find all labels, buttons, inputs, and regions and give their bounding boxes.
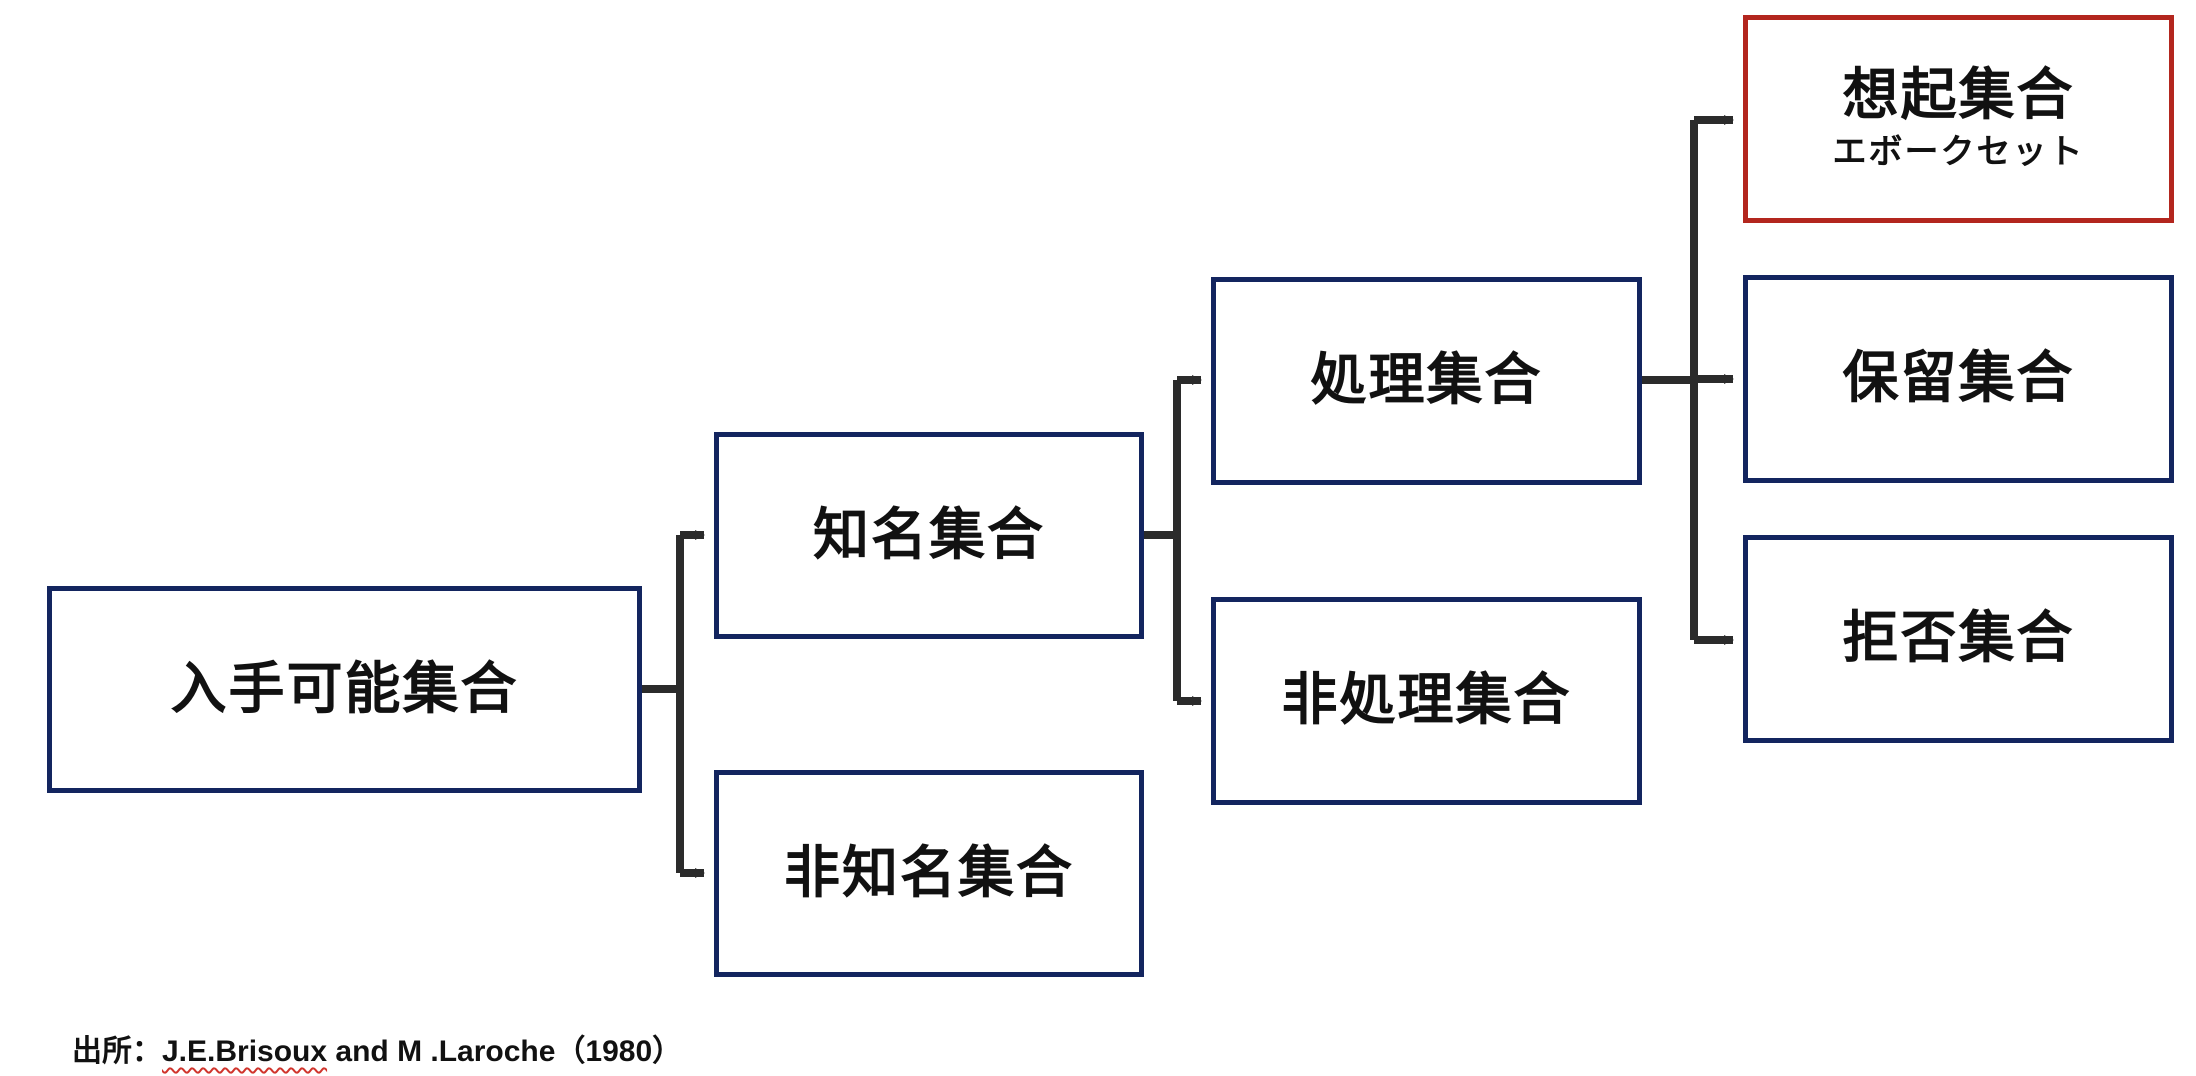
processed-set-label: 処理集合 — [1310, 348, 1543, 414]
unawareness-set-box: 非知名集合 — [714, 770, 1144, 977]
inept-set-label: 拒否集合 — [1842, 606, 2075, 672]
processed-set-box: 処理集合 — [1211, 277, 1642, 485]
inert-set-label: 保留集合 — [1842, 346, 2075, 412]
available-set-label: 入手可能集合 — [170, 656, 519, 722]
source-author: J.E.Brisoux — [162, 1035, 328, 1068]
source-rest: and M .Laroche（1980） — [327, 1035, 683, 1068]
source-prefix: 出所： — [72, 1035, 162, 1068]
evoked-set-sublabel: エボークセット — [1832, 132, 2085, 173]
awareness-set-box: 知名集合 — [714, 432, 1144, 639]
unawareness-set-label: 非知名集合 — [784, 840, 1074, 906]
evoked-set-label: 想起集合 — [1842, 62, 2075, 128]
awareness-set-label: 知名集合 — [813, 502, 1045, 568]
inept-set-box: 拒否集合 — [1743, 535, 2174, 743]
unprocessed-set-label: 非処理集合 — [1281, 668, 1572, 734]
unprocessed-set-box: 非処理集合 — [1211, 597, 1642, 805]
source-citation: 出所：J.E.Brisoux and M .Laroche（1980） — [72, 1026, 682, 1070]
available-set-box: 入手可能集合 — [47, 586, 642, 793]
evoked-set-box: 想起集合 エボークセット — [1743, 15, 2174, 223]
inert-set-box: 保留集合 — [1743, 275, 2174, 483]
